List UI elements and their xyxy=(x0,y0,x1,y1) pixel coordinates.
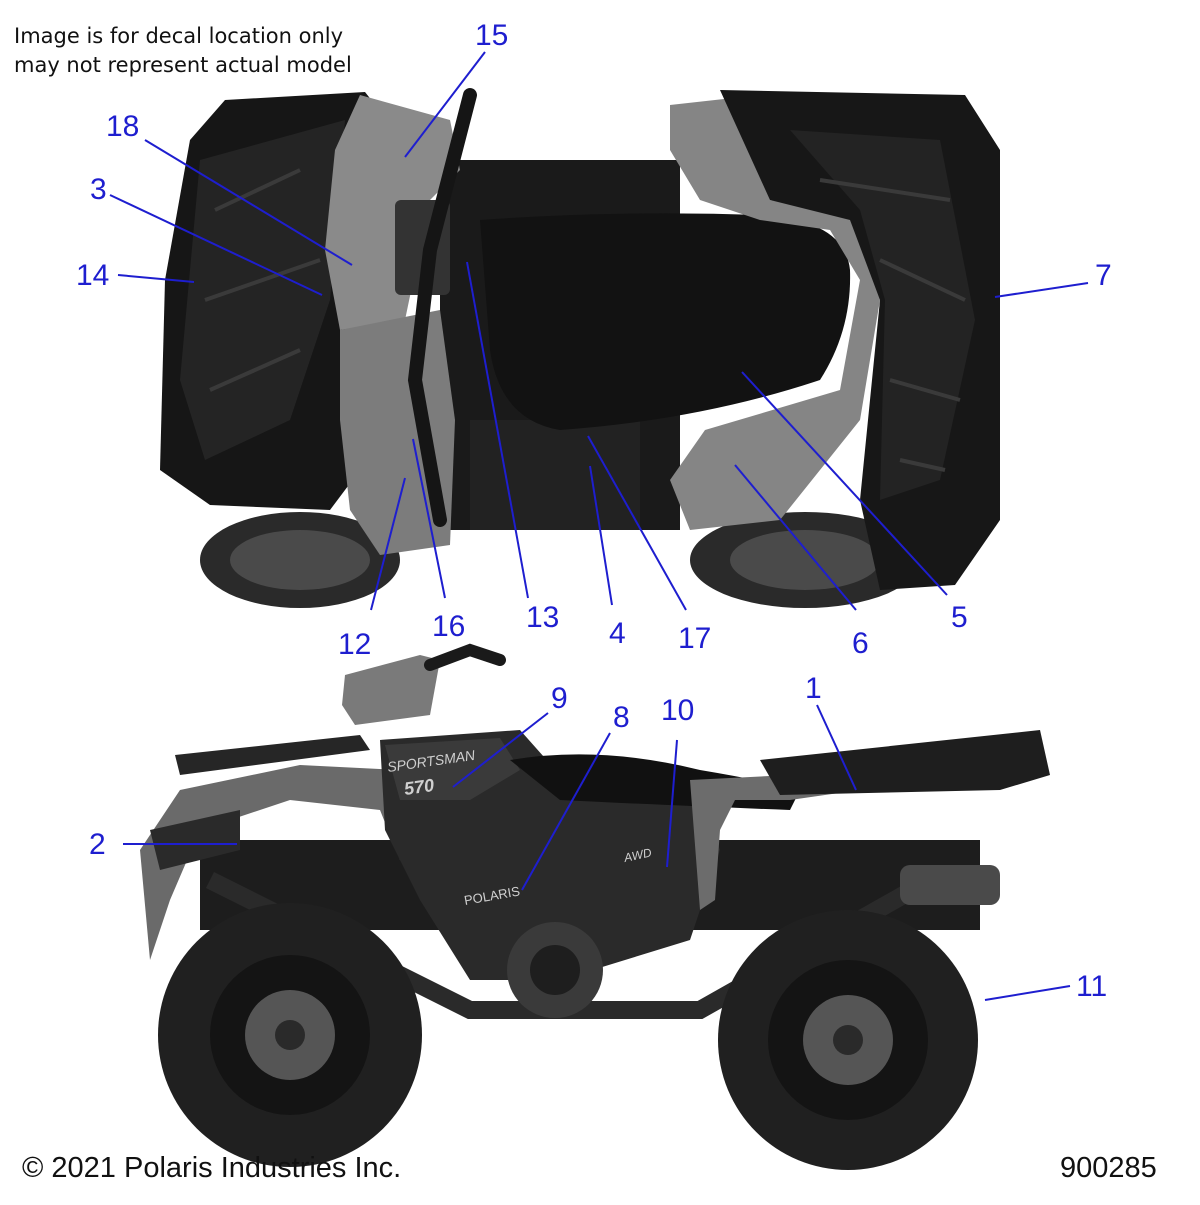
leader-15 xyxy=(404,51,486,158)
callout-13: 13 xyxy=(526,601,559,634)
callout-16: 16 xyxy=(432,610,465,643)
callout-11: 11 xyxy=(1076,970,1107,1003)
notice-line-2: may not represent actual model xyxy=(14,53,352,77)
callout-8: 8 xyxy=(613,701,630,734)
callout-3: 3 xyxy=(90,173,107,206)
leader-8 xyxy=(521,732,611,891)
leader-7 xyxy=(994,282,1089,298)
leader-10 xyxy=(666,739,678,868)
model-decal: 570 xyxy=(403,775,436,799)
engine-area xyxy=(470,420,640,530)
side-front-rack xyxy=(175,735,370,775)
leader-18 xyxy=(144,139,353,266)
side-front-fender xyxy=(140,765,440,960)
figure-number: 900285 xyxy=(1060,1152,1157,1184)
copyright-text: © 2021 Polaris Industries Inc. xyxy=(22,1152,402,1184)
leader-17 xyxy=(587,435,687,611)
leader-12 xyxy=(370,477,406,611)
tank-panel xyxy=(385,738,520,800)
leader-3 xyxy=(109,194,323,296)
callout-15: 15 xyxy=(475,19,508,52)
side-rear-rack xyxy=(760,730,1050,795)
callout-1: 1 xyxy=(805,672,822,705)
rear-rack-texture xyxy=(819,178,966,472)
callout-9: 9 xyxy=(551,682,568,715)
awd-decal: AWD xyxy=(622,845,653,865)
callout-18: 18 xyxy=(106,110,139,143)
callout-6: 6 xyxy=(852,627,869,660)
rear-fender xyxy=(670,95,880,530)
leader-14 xyxy=(117,274,195,283)
side-handlebar xyxy=(424,643,506,671)
atv-top-view xyxy=(160,88,1000,608)
leader-13 xyxy=(466,261,529,599)
leader-lines xyxy=(109,51,1089,1001)
front-fender-upper xyxy=(325,95,460,330)
side-rear-fender xyxy=(690,770,860,910)
leader-9 xyxy=(452,712,549,788)
leader-1 xyxy=(816,704,857,791)
front-rack-texture xyxy=(204,168,321,392)
leader-5 xyxy=(741,371,948,596)
exhaust-muffler xyxy=(900,865,1000,905)
callout-12: 12 xyxy=(338,628,371,661)
callout-numbers: 15 18 3 14 7 13 16 12 4 17 6 5 9 8 10 1 … xyxy=(76,19,1112,1003)
leader-11 xyxy=(984,985,1071,1001)
rear-left-wheel xyxy=(730,530,880,590)
front-fender-lower xyxy=(340,310,455,555)
side-rear-hub xyxy=(833,1025,863,1055)
callout-7: 7 xyxy=(1095,259,1112,292)
rear-rack-panel xyxy=(790,130,975,500)
side-front-hub xyxy=(275,1020,305,1050)
callout-10: 10 xyxy=(661,694,694,727)
atv-side-view: SPORTSMAN 570 POLARIS AWD xyxy=(140,643,1050,1170)
leader-6 xyxy=(734,464,857,611)
callout-5: 5 xyxy=(951,601,968,634)
callout-2: 2 xyxy=(89,828,106,861)
callout-14: 14 xyxy=(76,259,109,292)
engine-cover-center xyxy=(530,945,580,995)
callout-4: 4 xyxy=(609,617,626,650)
headlight-pod xyxy=(342,655,440,725)
front-left-wheel xyxy=(230,530,370,590)
leader-16 xyxy=(412,438,446,599)
callout-17: 17 xyxy=(678,622,711,655)
leader-4 xyxy=(589,465,613,606)
handlebar xyxy=(407,88,477,527)
notice-line-1: Image is for decal location only xyxy=(14,24,344,48)
front-grille xyxy=(150,810,240,870)
seat xyxy=(480,213,851,430)
